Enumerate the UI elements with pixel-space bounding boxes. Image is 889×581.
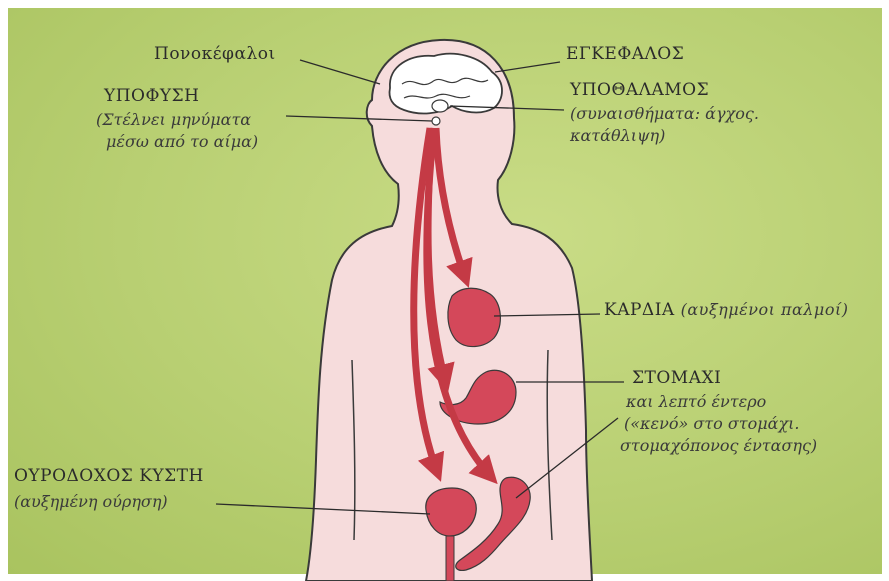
label-stomach-sub1: και λεπτό έντερο: [626, 392, 766, 412]
label-stomach-sub3: στομαχόπονος έντασης): [620, 436, 817, 456]
leader-egkefalos: [495, 62, 560, 72]
label-pituitary-sub1: (Στέλνει μηνύματα: [96, 110, 251, 130]
label-hypothalamus-sub1: (συναισθήματα: άγχος.: [570, 104, 759, 124]
pituitary-shape: [432, 117, 440, 125]
label-bladder-sub: (αυξημένη ούρηση): [14, 492, 168, 512]
label-heart-title: ΚΑΡΔΙΑ: [604, 300, 675, 320]
hypothalamus-shape: [432, 100, 448, 112]
label-heart: ΚΑΡΔΙΑ (αυξημένοι παλμοί): [604, 300, 848, 321]
label-hypothalamus: ΥΠΟΘΑΛΑΜΟΣ: [570, 80, 709, 101]
label-brain: ΕΓΚΕΦΑΛΟΣ: [566, 44, 684, 65]
label-bladder: ΟΥΡΟΔΟΧΟΣ ΚΥΣΤΗ: [14, 466, 204, 487]
label-pituitary: ΥΠΟΦΥΣΗ: [104, 86, 200, 107]
label-pituitary-sub2: μέσω από το αίμα): [106, 132, 258, 152]
leader-ponokefaloi: [300, 60, 380, 84]
label-stomach-sub2: («κενό» στο στομάχι.: [624, 414, 800, 434]
label-stomach: ΣΤΟΜΑΧΙ: [632, 368, 721, 389]
label-heart-sub: (αυξημένοι παλμοί): [681, 300, 849, 319]
urethra-shape: [446, 536, 454, 581]
label-hypothalamus-sub2: κατάθλιψη): [570, 126, 665, 146]
label-headaches: Πονοκέφαλοι: [154, 44, 276, 65]
heart-organ: [448, 288, 500, 346]
